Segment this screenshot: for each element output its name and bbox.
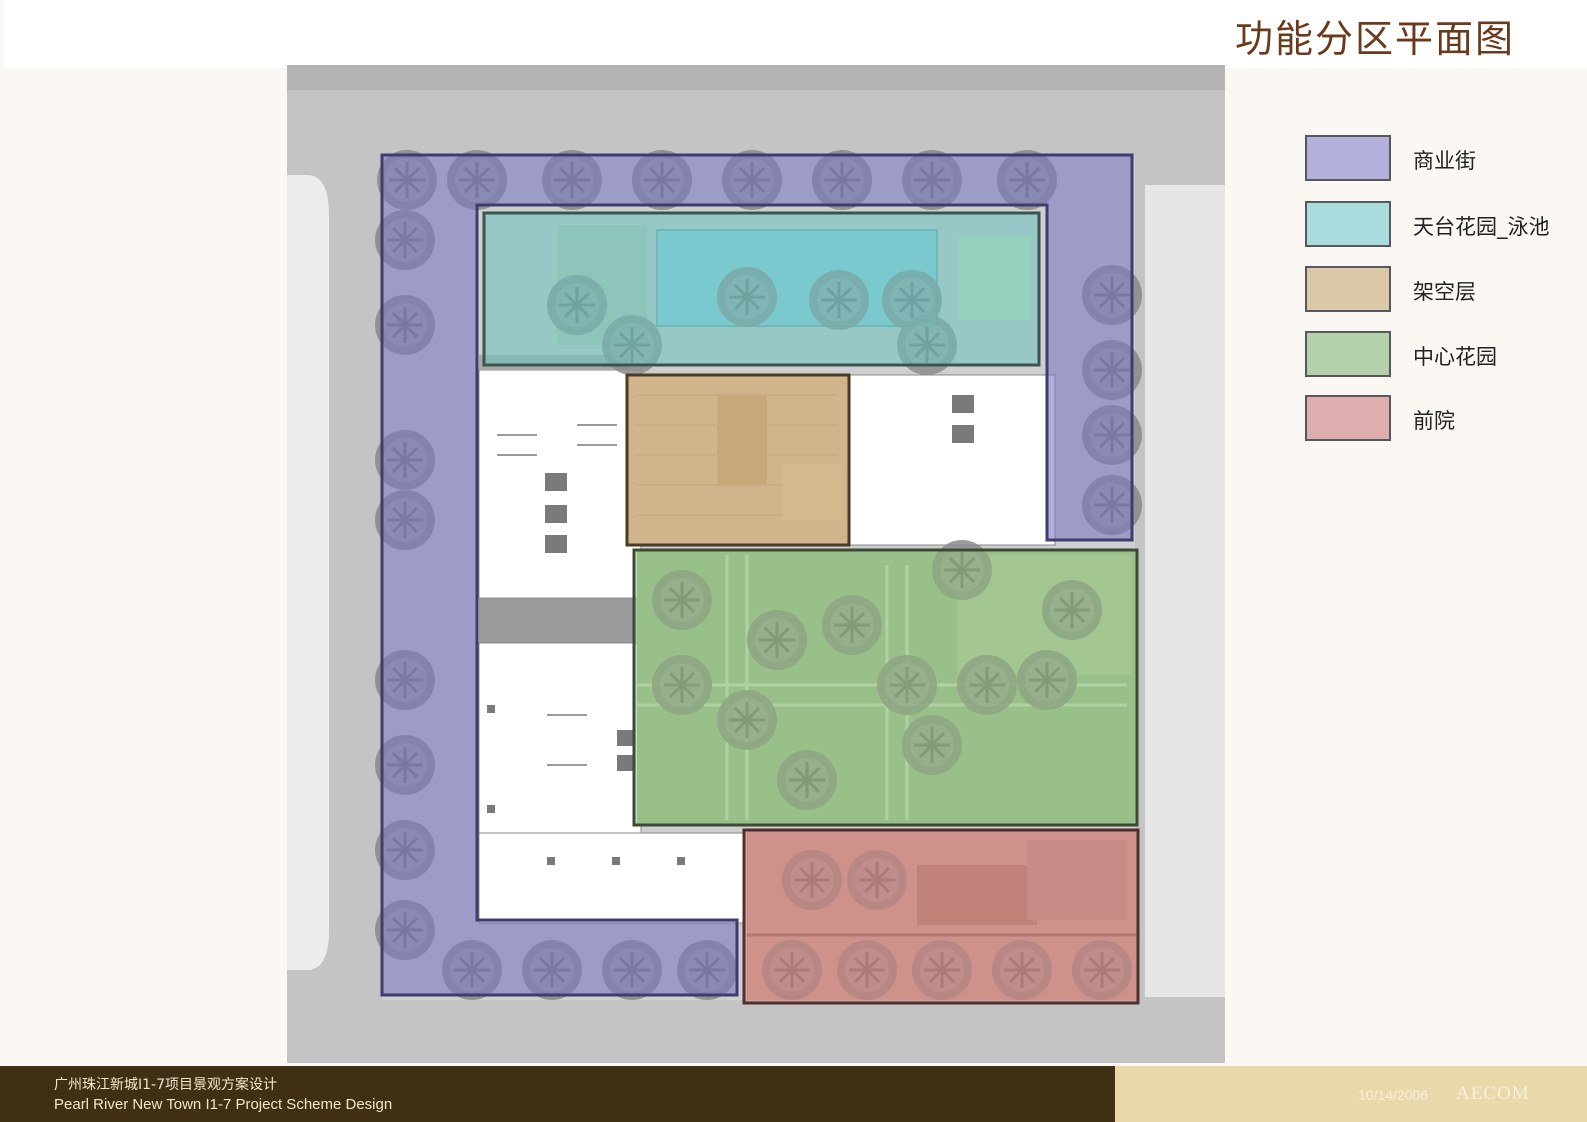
legend-swatch — [1305, 201, 1391, 247]
legend-swatch — [1305, 135, 1391, 181]
legend-item-central-garden: 中心花园 — [1305, 331, 1575, 379]
company-logo: AECOM — [1456, 1083, 1530, 1104]
footer-bar — [0, 1066, 1115, 1122]
page-title: 功能分区平面图 — [1234, 17, 1515, 61]
header-band — [4, 0, 1587, 68]
zone-front-yard — [742, 828, 1140, 1005]
site-plan — [287, 65, 1225, 1063]
west-road — [287, 175, 329, 970]
legend-label: 中心花园 — [1413, 345, 1497, 369]
legend-item-roof-garden-pool: 天台花园_泳池 — [1305, 201, 1575, 249]
legend-swatch — [1305, 266, 1391, 312]
legend-label: 架空层 — [1413, 280, 1476, 304]
zone-roof-garden-pool — [482, 211, 1041, 367]
zone-commercial-street — [380, 153, 1134, 997]
legend-item-stilt-floor: 架空层 — [1305, 266, 1575, 314]
footer-accent-bar — [1115, 1066, 1587, 1122]
legend-label: 前院 — [1413, 409, 1455, 433]
legend-swatch — [1305, 331, 1391, 377]
legend-label: 商业街 — [1413, 149, 1476, 173]
legend-label: 天台花园_泳池 — [1413, 215, 1550, 239]
zone-stilt-floor — [625, 373, 851, 547]
east-road — [1145, 185, 1225, 997]
legend-swatch — [1305, 395, 1391, 441]
legend-item-front-yard: 前院 — [1305, 395, 1575, 443]
north-road — [287, 65, 1225, 90]
footer-date: 10/14/2006 — [1358, 1087, 1429, 1103]
footer-project-title-en: Pearl River New Town I1-7 Project Scheme… — [54, 1096, 393, 1113]
footer-project-title-cn: 广州珠江新城I1-7项目景观方案设计 — [54, 1077, 277, 1093]
zone-central-garden — [632, 548, 1139, 827]
legend-item-commercial-street: 商业街 — [1305, 135, 1575, 183]
building-footprint — [478, 355, 1056, 924]
